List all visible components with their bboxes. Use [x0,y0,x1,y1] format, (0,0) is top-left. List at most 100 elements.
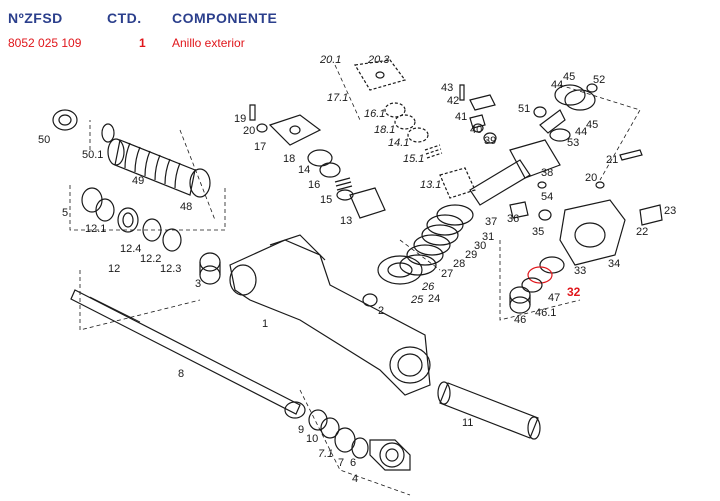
label-50-1: 50.1 [82,149,103,161]
label-51: 51 [518,103,530,115]
part-37-ring [436,204,474,226]
part-27-ring [399,254,437,276]
part-8-rack-bar [70,289,306,419]
part-18-1-ring [394,114,416,130]
label-35: 35 [532,226,544,238]
part-21-bolt [619,149,643,161]
label-45: 45 [563,71,575,83]
header-quantity: CTD. [107,10,142,26]
label-46-1: 46.1 [535,307,556,319]
label-12-2: 12.2 [140,253,161,265]
label-33: 33 [574,265,586,277]
label-27: 27 [441,268,453,280]
label-5: 5 [62,207,68,219]
label-22: 22 [636,226,648,238]
reference-line [334,64,361,121]
part-12-1-ring [95,198,115,222]
part-54-ring [537,181,547,189]
header-component: COMPONENTE [172,10,278,26]
part-29-ring [413,234,451,256]
part-10-ring [320,417,340,439]
header-part-number: NºZFSD [8,10,63,26]
label-12-1: 12.1 [85,223,106,235]
label-31: 31 [482,231,494,243]
part-31-ring [426,214,464,236]
part-30-ring [421,224,459,246]
label-24: 24 [428,293,440,305]
part-13-bracket [349,187,386,219]
part-48-clamp [189,168,211,198]
part-32-outer-ring [527,266,553,284]
part-53-ring [549,128,571,142]
label-17: 17 [254,141,266,153]
part-12-3-ring [162,228,182,252]
label-14: 14 [298,164,310,176]
part-24-flange [377,255,423,285]
part-33-ring [539,256,565,274]
part-34-valve-housing [559,199,626,266]
label-20-1: 20.1 [319,54,341,66]
label-45-b: 45 [586,119,598,131]
part-44-ring [554,84,586,106]
label-8: 8 [178,368,184,380]
part-22-plate [639,204,663,226]
part-12-4-ring [117,207,139,233]
label-2: 2 [378,305,384,317]
part-17-cover [268,114,322,146]
label-3: 3 [195,278,201,290]
label-23: 23 [664,205,676,217]
part-52-ring [586,83,598,93]
part-40-washer [472,123,484,133]
part-39-nut [483,132,497,144]
reference-line [559,84,641,181]
part-50-washer [52,109,78,131]
label-16-1: 16.1 [364,108,385,120]
reference-line [179,129,216,221]
label-10: 10 [306,433,318,445]
part-19-bolt [249,104,256,121]
part-9-ring [308,409,328,431]
label-34: 34 [608,258,620,270]
label-1: 1 [262,318,268,330]
part-15-plug [336,189,354,201]
reference-line [69,185,226,231]
label-7: 7 [338,457,344,469]
part-49-bellows [107,138,196,196]
part-47-ring [521,277,543,293]
label-28: 28 [453,258,465,270]
label-13-1: 13.1 [420,179,441,191]
label-46: 46 [514,314,526,326]
label-41: 41 [455,111,467,123]
label-48: 48 [180,201,192,213]
reference-line [499,240,581,321]
part-2-bushing [362,293,378,307]
part-12-2-ring [142,218,162,242]
selected-part-qty: 1 [139,36,146,50]
reference-line [79,270,201,331]
label-40: 40 [470,124,482,136]
label-20-right: 20 [585,172,597,184]
part-50-1-clamp [101,123,115,143]
label-13: 13 [340,215,352,227]
part-45-ring [564,89,596,111]
label-21: 21 [606,154,618,166]
label-6: 6 [350,457,356,469]
part-3-bushing [199,252,221,285]
part-35-ring [538,209,552,221]
label-14-1: 14.1 [388,137,409,149]
part-28-ring [406,244,444,266]
label-39: 39 [484,135,496,147]
part-20-3-cover [354,59,407,91]
label-42: 42 [447,95,459,107]
selected-part-component: Anillo exterior [172,36,245,50]
label-52: 52 [593,74,605,86]
label-20-3: 20.3 [367,54,390,66]
part-43-bolt [459,84,465,101]
label-11: 11 [462,417,473,429]
label-29: 29 [465,249,477,261]
part-46-piston [509,286,531,314]
label-18-1: 18.1 [374,124,395,136]
label-37: 37 [485,216,497,228]
